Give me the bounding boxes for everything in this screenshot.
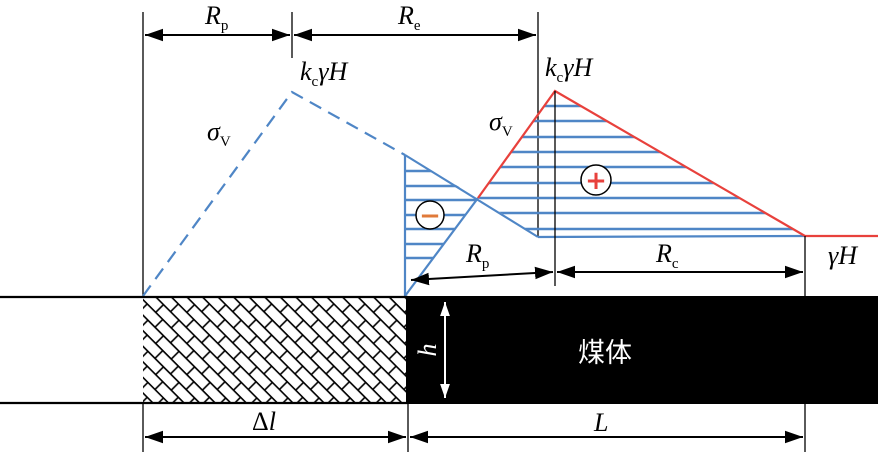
gamma-h-label: γH	[828, 241, 858, 270]
re-top-label: Re	[397, 1, 421, 34]
seam-height-label: h	[413, 344, 442, 357]
left-peak-label: kcγH	[300, 57, 348, 90]
rp-top-label: Rp	[204, 1, 228, 34]
rp-bottom-dimension	[410, 266, 554, 286]
original-stress-curve-dashed	[142, 90, 406, 297]
rc-bottom-label: Rc	[655, 239, 679, 272]
stress-envelope-red	[477, 89, 878, 238]
minus-sign: −	[419, 201, 441, 231]
plus-sign: +	[585, 166, 607, 196]
length-label: L	[593, 408, 608, 437]
descending-stress-line	[404, 154, 539, 238]
coal-body-label: 煤体	[578, 338, 632, 369]
delta-l-label: Δl	[252, 407, 276, 436]
right-peak-label: kcγH	[545, 53, 593, 86]
sigma-right-label: σV	[489, 107, 513, 140]
positive-region-base	[537, 234, 806, 239]
coal-body	[406, 296, 878, 404]
plus-circle	[580, 164, 612, 196]
goaf-crosshatch-area	[143, 297, 408, 403]
rp-bottom-label: Rp	[465, 239, 489, 272]
minus-circle	[415, 200, 445, 230]
sigma-left-label: σV	[207, 117, 231, 150]
